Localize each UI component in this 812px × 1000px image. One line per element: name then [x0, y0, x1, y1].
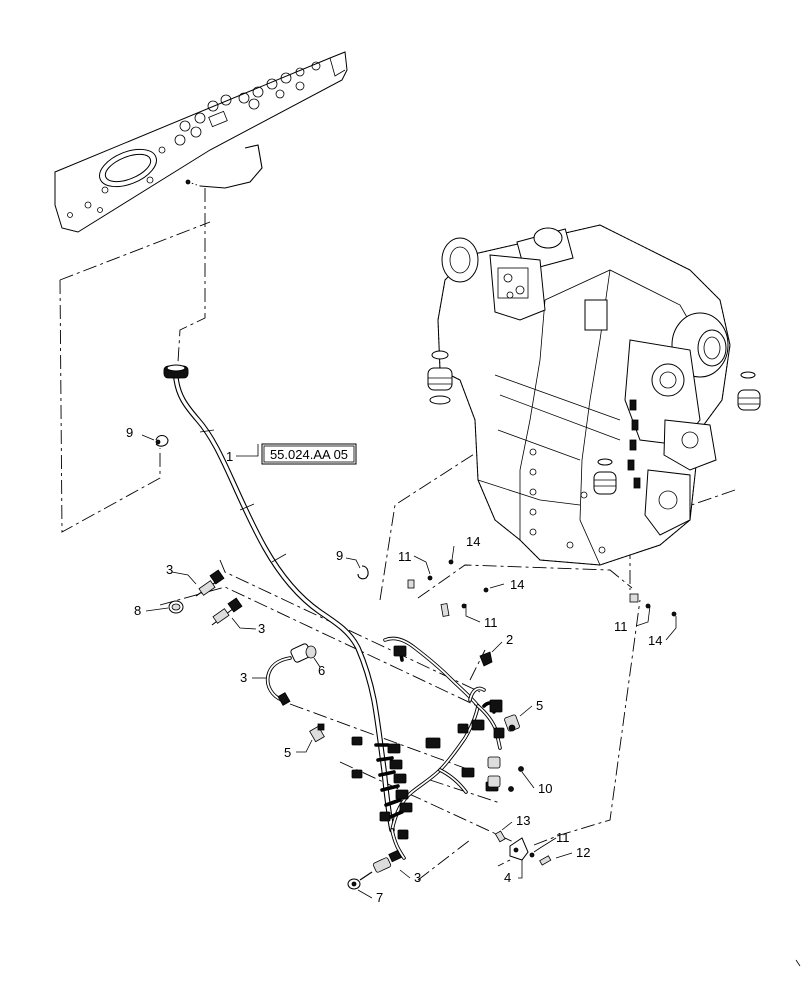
- part-13-bolt: [494, 830, 506, 843]
- transmission-assembly: [427, 224, 761, 566]
- part-9-clip-upper: [155, 434, 169, 447]
- part-3-sensor-bottom: [359, 849, 402, 881]
- callout-5-right: 5: [536, 698, 543, 713]
- part-11-12-fasteners: [529, 852, 552, 866]
- callout-labels: 9 1 3 8 3 3 6 5 9 11 14 14 11 2 5 10 13 …: [126, 425, 662, 905]
- reference-code: 55.024.AA 05: [270, 447, 348, 462]
- callout-9-upper: 9: [126, 425, 133, 440]
- callout-6: 6: [318, 663, 325, 678]
- callout-3-lower-sensor: 3: [258, 621, 265, 636]
- callout-3-jumper: 3: [240, 670, 247, 685]
- dashboard-panel: [54, 51, 348, 233]
- fasteners-upper: [407, 559, 677, 617]
- callout-14-middle: 14: [510, 577, 524, 592]
- part-5-switch-left: [309, 723, 325, 743]
- corner-mark: [795, 959, 801, 967]
- callout-14-upper-left: 14: [466, 534, 480, 549]
- reference-box: 55.024.AA 05: [261, 443, 357, 465]
- harness-branches: [374, 636, 502, 860]
- callout-11-right: 11: [614, 619, 628, 634]
- callout-11-middle: 11: [484, 615, 498, 630]
- callout-11-upper-left: 11: [398, 549, 412, 564]
- callout-13: 13: [516, 813, 530, 828]
- callout-12: 12: [576, 845, 590, 860]
- callout-9-middle: 9: [336, 548, 343, 563]
- part-3-sensor-lower: [211, 597, 243, 626]
- part-10-grommets: [487, 756, 524, 792]
- callout-3-bottom: 3: [414, 870, 421, 885]
- callout-5-left: 5: [284, 745, 291, 760]
- part-2-clip: [479, 651, 493, 667]
- part-3-jumper-cable: [265, 656, 292, 706]
- part-3-sensor-upper: [195, 569, 225, 597]
- harness-connectors: [351, 645, 505, 840]
- callout-11-lower: 11: [556, 830, 570, 845]
- callout-leaders: [141, 434, 677, 899]
- callout-4: 4: [504, 870, 511, 885]
- part-4-bracket: [509, 837, 529, 861]
- part-7-cap: [347, 878, 361, 890]
- part-9-clip-middle: [357, 565, 369, 580]
- callout-7: 7: [376, 890, 383, 905]
- part-6-plug: [290, 643, 317, 663]
- part-8-cap: [168, 600, 184, 614]
- callout-1: 1: [226, 449, 233, 464]
- callout-10: 10: [538, 781, 552, 796]
- callout-3-upper-sensor: 3: [166, 562, 173, 577]
- callout-14-right: 14: [648, 633, 662, 648]
- grommet: [163, 364, 189, 379]
- part-5-switch-right: [504, 714, 520, 732]
- callout-2: 2: [506, 632, 513, 647]
- callout-8: 8: [134, 603, 141, 618]
